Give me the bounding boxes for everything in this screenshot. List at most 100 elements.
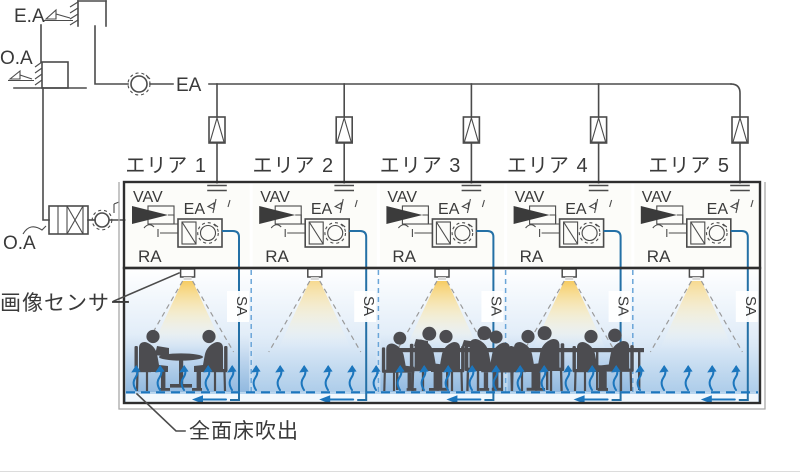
floor-air-arrow-head <box>203 365 213 373</box>
foot <box>429 388 439 391</box>
vav-connector <box>295 214 306 225</box>
vav-label: VAV <box>260 189 290 206</box>
leg <box>196 372 201 390</box>
floor-air-arrow-head <box>371 365 381 373</box>
ea-label: EA <box>565 201 587 218</box>
chair-back <box>630 345 634 372</box>
floor-air-arrow-head <box>155 365 165 373</box>
sa-supply-duct <box>476 230 495 401</box>
chair-leg <box>510 371 514 392</box>
head <box>393 331 407 345</box>
laptop-icon <box>155 346 169 357</box>
image-sensor-icon <box>561 268 577 278</box>
ea-valve-icon <box>729 202 738 210</box>
body <box>194 342 223 372</box>
body <box>599 341 630 372</box>
vav-label: VAV <box>642 189 672 206</box>
fan-icon <box>340 223 346 228</box>
left-arrow-icon <box>573 395 585 404</box>
vav-connector <box>168 214 178 225</box>
light-cone-edge <box>268 280 311 353</box>
body <box>481 342 510 373</box>
image-sensor-icon <box>434 268 450 278</box>
ea-label: EA <box>438 201 460 218</box>
image-sensor-icon <box>692 277 701 280</box>
annotations: 画像センサー 全面床吹出 <box>0 271 800 472</box>
fan-icon <box>451 222 474 244</box>
head <box>422 326 437 341</box>
vav-icon <box>386 206 423 224</box>
light-cone-edge <box>522 280 565 353</box>
ra-label: RA <box>265 247 289 266</box>
filter-icon <box>563 221 579 245</box>
sa-label: SA <box>233 296 250 316</box>
ea-main-duct <box>208 83 741 118</box>
chair-back <box>509 346 513 372</box>
filter-icon <box>308 221 324 245</box>
plenum-bay <box>379 183 505 267</box>
person-silhouette <box>597 328 634 392</box>
oa-supply-line <box>42 87 50 221</box>
filter-icon <box>435 221 451 245</box>
plenum-bay <box>507 183 632 267</box>
fan-icon <box>708 224 725 242</box>
chair-back <box>464 343 469 371</box>
vav-connector <box>422 214 433 225</box>
foot <box>597 387 608 391</box>
image-sensor-icon <box>565 277 574 280</box>
ea-duct-label: EA <box>176 75 202 96</box>
floor-air-arrow-head <box>491 365 501 373</box>
head <box>537 326 552 341</box>
filter-icon <box>563 221 579 245</box>
body <box>431 342 460 372</box>
filter-icon <box>690 221 706 245</box>
body <box>528 339 560 371</box>
body <box>139 342 168 372</box>
leg <box>602 371 607 390</box>
outside-air-top-label: O.A <box>0 48 33 69</box>
exhaust-air-label: E.A <box>14 6 45 27</box>
tick-icon <box>609 199 613 208</box>
vav-label: VAV <box>515 189 545 206</box>
chair-back <box>560 343 565 371</box>
sa-supply-duct <box>349 230 368 401</box>
image-sensor-label: 画像センサー <box>0 292 132 315</box>
floor-outlet-leader <box>135 392 186 432</box>
body <box>577 342 606 372</box>
ea-damper-blade <box>590 116 607 143</box>
head <box>489 330 503 344</box>
chair-leg <box>466 370 470 391</box>
ea-damper-blade <box>463 116 480 143</box>
sa-label-bg <box>735 291 758 322</box>
floor-supply-layer <box>126 365 758 394</box>
sa-label: SA <box>360 296 377 316</box>
person-silhouette <box>526 326 565 391</box>
floor-air-arrow-head <box>539 365 549 373</box>
ea-valve-icon <box>333 202 342 210</box>
vav-label: VAV <box>387 189 417 206</box>
foot <box>535 388 545 391</box>
sa-supply-duct <box>222 230 240 401</box>
supply-fan-icon <box>91 209 113 231</box>
floor-air-arrow-head <box>563 365 573 373</box>
floor-air-arrow-head <box>515 365 525 373</box>
oa-check-damper-icon <box>22 225 47 235</box>
filter-icon <box>181 221 197 245</box>
sa-label: SA <box>742 296 759 316</box>
floor-air-arrow-head <box>227 365 237 373</box>
ea-label: EA <box>707 201 729 218</box>
floor-air-arrow-head <box>659 365 669 373</box>
sa-label-bg <box>354 291 377 322</box>
fan-icon <box>324 222 347 244</box>
floor-air-arrow-head <box>323 365 333 373</box>
fan-icon <box>468 223 473 228</box>
chair-back <box>224 346 228 372</box>
floor-air-arrow-head <box>611 365 621 373</box>
zone-label: エリア 5 <box>648 155 730 177</box>
zone-label: エリア 1 <box>125 155 207 177</box>
foot <box>436 387 448 391</box>
leg <box>161 372 166 390</box>
floor-air-arrow-head <box>275 365 285 373</box>
tick-icon <box>354 199 358 208</box>
